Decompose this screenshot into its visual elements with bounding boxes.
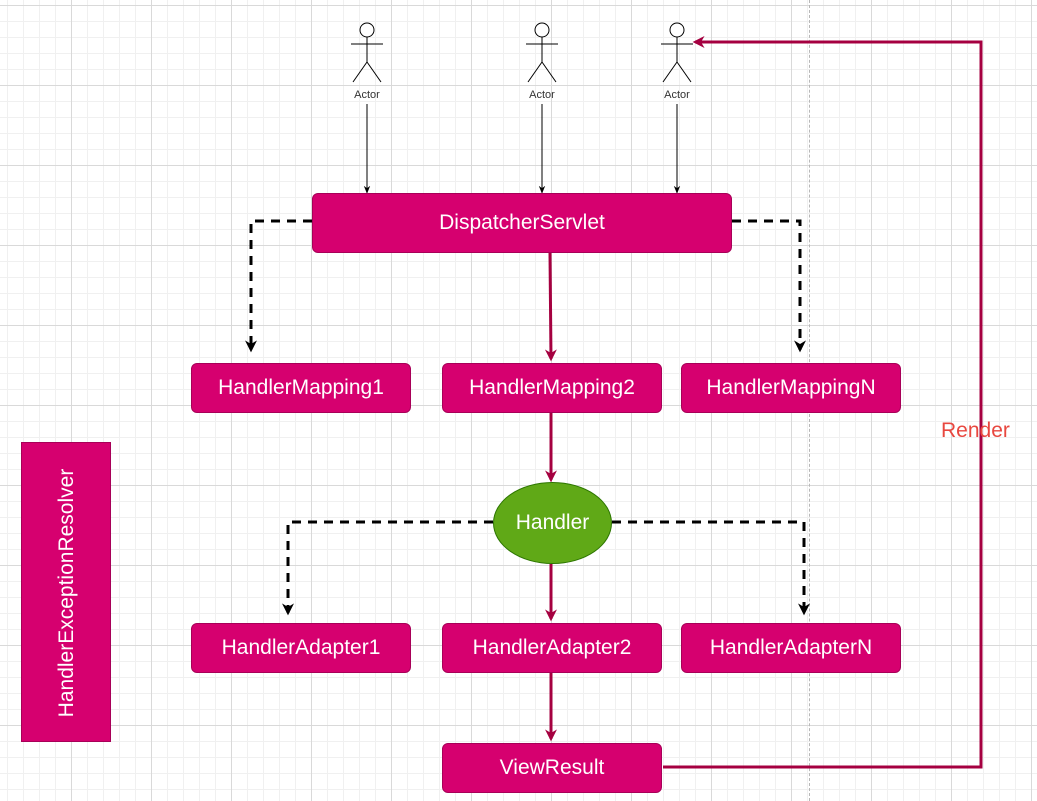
actor-icon	[351, 22, 383, 83]
handler-mapping-2-node[interactable]: HandlerMapping2	[442, 363, 662, 413]
handler-to-adapterN-dashed-arrow	[612, 520, 810, 616]
dispatcher-to-mappingN-dashed-arrow	[732, 219, 806, 353]
actor-icon	[526, 22, 558, 83]
dispatcher-to-mapping1-dashed-arrow	[245, 219, 312, 353]
dispatcher-servlet-node[interactable]: DispatcherServlet	[312, 193, 732, 253]
handler-exception-resolver-node[interactable]: HandlerExceptionResolver	[21, 442, 111, 742]
handler-mapping-1-node[interactable]: HandlerMapping1	[191, 363, 411, 413]
handler-node[interactable]: Handler	[493, 482, 612, 564]
actor-label: Actor	[354, 89, 380, 101]
actor-icon	[661, 22, 693, 83]
render-edge-label: Render	[941, 419, 1010, 442]
handler-adapter-2-node[interactable]: HandlerAdapter2	[442, 623, 662, 673]
handler-exception-resolver-label: HandlerExceptionResolver	[55, 468, 78, 718]
handler-adapter-1-node[interactable]: HandlerAdapter1	[191, 623, 411, 673]
actor-label: Actor	[529, 89, 555, 101]
view-result-node[interactable]: ViewResult	[442, 743, 662, 793]
actor-label: Actor	[664, 89, 690, 101]
render-return-arrow	[663, 36, 983, 769]
handler-mapping-n-node[interactable]: HandlerMappingN	[681, 363, 901, 413]
handler-to-adapter1-dashed-arrow	[282, 520, 493, 616]
dispatcher-to-mapping2-arrow	[544, 252, 557, 362]
handler-adapter-n-node[interactable]: HandlerAdapterN	[681, 623, 901, 673]
